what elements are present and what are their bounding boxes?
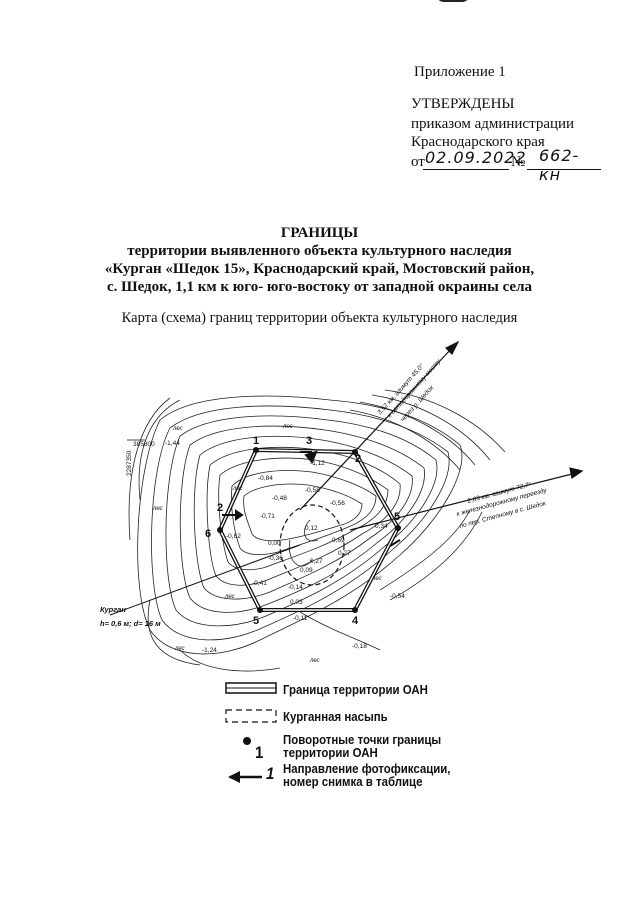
photo-label-2: 2 [217,502,223,514]
direction-arrow-e [349,467,584,531]
elevation-labels: -1,44 -0,84 -1,12 -0,48 -0,58 -0,71 -0,6… [165,440,405,654]
svg-text:0,03: 0,03 [290,599,303,606]
svg-text:0,27: 0,27 [310,558,323,565]
from-prefix: от [411,154,425,170]
arrow-e-labels: 2,03 км, азимут 72,7° к железнодорожному… [455,480,548,530]
svg-text:лес: лес [371,576,382,582]
title-line-3: с. Шедок, 1,1 км к юго- юго-востоку от з… [106,279,533,295]
kurgan-mound-outline [279,504,345,586]
legend-point-number: 1 [255,743,264,762]
photo-direction-arrows [222,450,401,547]
svg-text:-0,18: -0,18 [352,643,367,650]
point-label-5: 5 [394,511,400,523]
svg-text:-0,84: -0,84 [258,475,273,482]
approved-line-1: приказом администрации [411,116,575,132]
point-label-4: 4 [352,615,359,627]
svg-text:-0,41: -0,41 [252,580,267,587]
legend-mound-label: Курганная насыпь [283,709,388,724]
point-label-2: 2 [355,453,361,465]
legend-points-line-1: Поворотные точки границы [283,732,442,747]
order-number-line: от 02.09.2022 № 662-кн [411,146,601,184]
svg-text:Курган: Курган [100,605,126,614]
coord-x: 385800 [133,441,155,448]
svg-text:лес: лес [282,424,293,430]
coord-y: 2287350 [126,450,133,476]
point-label-1: 1 [253,435,259,447]
svg-text:-0,11: -0,11 [293,615,308,622]
point-label-6: 6 [205,528,211,540]
map-caption: Карта (схема) границ территории объекта … [121,310,518,326]
direction-arrow-ne [299,340,460,511]
handwritten-date: 02.09.2022 [425,148,527,167]
legend-photo-line-2: номер снимка в таблице [283,774,423,789]
svg-text:лес: лес [174,646,185,652]
point-label-5b: 5 [253,615,259,627]
doc-title: ГРАНИЦЫ [280,225,359,241]
legend-photo-number: 1 [266,764,275,783]
approved-heading: УТВЕРЖДЕНЫ [411,96,515,112]
svg-text:лес: лес [309,658,320,664]
svg-text:0,69: 0,69 [332,537,345,544]
svg-text:0,09: 0,09 [300,567,313,574]
svg-text:-0,14: -0,14 [288,584,303,591]
svg-text:лес: лес [224,594,235,600]
svg-text:0,34: 0,34 [375,523,388,530]
approved-line-2: Краснодарского края [411,134,545,150]
point-label-3: 3 [306,435,312,447]
legend-point-dot [243,737,251,745]
kurgan-pointer-line [109,544,301,616]
svg-text:-0,48: -0,48 [272,495,287,502]
svg-text:0,00: 0,00 [268,540,281,547]
coordinate-labels: 385800 2287350 [126,439,155,476]
legend-photo-line-1: Направление фотофиксации, [283,761,451,776]
svg-text:-1,24: -1,24 [202,647,217,654]
point-labels: 1 2 3 4 5 6 5 2 [205,435,400,627]
svg-text:-0,36: -0,36 [268,555,283,562]
svg-text:-1,44: -1,44 [165,440,180,447]
title-line-1: территории выявленного объекта культурно… [127,243,512,259]
legend-mound-swatch [225,709,277,723]
svg-text:-0,62: -0,62 [226,533,241,540]
svg-text:h= 0,6 м; d= 16 м: h= 0,6 м; d= 16 м [100,619,161,628]
date-underline [423,169,509,170]
forest-labels: лес лес лес лес лес лес лес лес [152,424,382,664]
legend-boundary-label: Граница территории ОАН [283,682,428,697]
svg-text:0,12: 0,12 [305,525,318,532]
legend-points-line-2: территории ОАН [283,745,378,760]
svg-text:-0,54: -0,54 [390,593,405,600]
appendix-label: Приложение 1 [414,64,506,80]
boundary-points [217,447,401,613]
svg-text:-0,56: -0,56 [330,500,345,507]
number-sign: № [511,154,526,170]
svg-text:лес: лес [232,486,243,492]
scan-artifact [436,0,470,2]
svg-text:0,27: 0,27 [338,550,351,557]
title-line-2: «Курган «Шедок 15», Краснодарский край, … [104,261,535,277]
svg-text:лес: лес [172,426,183,432]
svg-text:лес: лес [152,506,163,512]
svg-text:-0,71: -0,71 [260,513,275,520]
legend-graphics [225,682,277,783]
number-underline [527,169,601,170]
kurgan-label: Курган h= 0,6 м; d= 16 м [100,605,161,628]
svg-text:-1,12: -1,12 [310,460,325,467]
svg-text:-0,58: -0,58 [305,487,320,494]
